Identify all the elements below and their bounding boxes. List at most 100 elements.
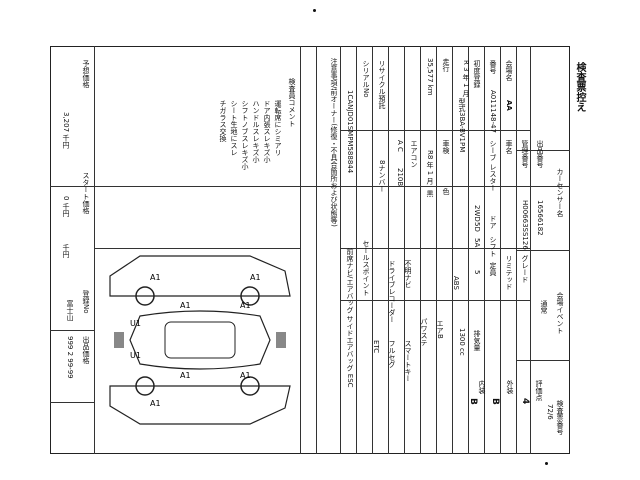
bottom-label-3: 登録No: [82, 290, 90, 314]
wheel: [240, 286, 260, 306]
divider: [388, 46, 389, 454]
divider: [50, 186, 570, 187]
shift-label: シフト: [489, 236, 497, 257]
grade-label: グレード: [521, 255, 529, 283]
comment-line: シート生地にスレ: [230, 100, 238, 156]
divider: [516, 150, 570, 151]
sales-point-value: 前席ナビ/エアバッグ サイドエアバッグ ESC: [346, 248, 354, 388]
wheel: [240, 376, 260, 396]
equip-abs: ABS: [452, 276, 460, 290]
divider: [316, 46, 317, 454]
wheel: [135, 286, 155, 306]
price-label: 予想価格: [82, 60, 90, 88]
damage-mark: A1: [240, 371, 251, 380]
shaken-label: 車検: [442, 140, 450, 154]
aircon-label: エアコン: [410, 140, 418, 168]
damage-mark: A1: [150, 273, 161, 282]
capacity-value: 5: [473, 270, 481, 275]
drive-value: 2WD: [473, 205, 481, 222]
control-no-label: 管理番号: [521, 140, 529, 168]
price-value: 3,207 千円: [62, 112, 70, 149]
start-value: 0 千円: [62, 196, 70, 217]
mileage-label: 走行: [442, 58, 450, 72]
serial-label: シリアルNo: [362, 60, 370, 98]
aircon-value: A C: [396, 140, 404, 152]
divider: [468, 46, 469, 454]
divider: [340, 248, 530, 249]
damage-mark: A1: [240, 301, 251, 310]
damage-mark: U1: [130, 351, 141, 360]
exterior-label: 外装: [506, 380, 514, 394]
divider: [516, 360, 570, 361]
comment-line: ハンドルスレキズ小: [252, 100, 260, 163]
car-damage-diagram: A1 A1 U1 A1 A1 A1 A1 U1 A1: [109, 255, 291, 425]
car-name-value: シーブ レスター: [489, 140, 497, 192]
damage-mark: A1: [250, 273, 261, 282]
comment-label: 検査員コメント: [288, 78, 296, 127]
venue-value: AA: [505, 100, 513, 111]
divider: [452, 46, 453, 454]
divider: [50, 402, 94, 403]
wheel: [135, 376, 155, 396]
exterior-value: B: [490, 398, 500, 405]
car-name-label: 車名: [505, 140, 513, 154]
model-code-value: 3BA-BV1PM: [458, 112, 466, 153]
divider: [94, 248, 300, 249]
note-label: 注意事項/前オーナー(修復・不具合箇所および状態等): [330, 58, 338, 227]
number-label: 番号: [489, 60, 497, 74]
sheet-no-value: 72/6: [546, 404, 554, 420]
divider: [420, 46, 421, 454]
grade-value: リミテッド: [505, 255, 513, 290]
divider: [500, 46, 501, 454]
equip-fullseg: フルセグ: [388, 340, 396, 368]
capacity-label: 定員: [489, 262, 497, 276]
equip-recorder: ドライブレコーダー: [388, 260, 396, 323]
displacement-value: 1300 cc: [458, 328, 466, 356]
comment-line: ドア内張スレキズ小: [263, 100, 271, 163]
divider: [50, 330, 94, 331]
scan-speck: [313, 9, 316, 12]
first-reg-label: 初度登録: [473, 60, 481, 88]
model-code-label: 型式: [458, 98, 466, 112]
recycle-label: リサイクル預託: [378, 60, 386, 109]
car-top-view: [129, 310, 271, 370]
serial-value: 1CANJD01SMPM588844: [346, 90, 354, 174]
page-title: 検査票控え: [574, 62, 585, 112]
door-label: ドア: [489, 215, 497, 229]
divider: [516, 250, 570, 251]
comment-line: シフトノブスレキズ小: [241, 100, 249, 170]
car-mirror: [276, 332, 286, 348]
divider: [372, 46, 373, 454]
door-value: 5D: [473, 222, 481, 232]
divider: [300, 46, 301, 454]
divider: [94, 46, 95, 454]
equip-navi: 不明ナビ: [404, 260, 412, 288]
venue-label: 会場名: [505, 60, 513, 81]
recycle-value: 210B: [396, 168, 404, 187]
comment-line: 運転席にシミアリ: [274, 100, 282, 156]
damage-mark: U1: [130, 319, 141, 328]
control-no-value: H00663SS126: [521, 200, 529, 250]
mileage-value: 35,577 km: [426, 58, 434, 96]
bottom-label-4: 富士山: [66, 300, 74, 321]
comment-line: チガラス交換: [219, 100, 227, 142]
color-value: 黒: [426, 190, 434, 197]
divider: [484, 46, 485, 454]
bottom-label-5: 999 2 99-99: [66, 336, 74, 379]
eval-value: 4: [520, 398, 530, 405]
divider: [404, 46, 405, 454]
car-windshield: [164, 321, 236, 359]
interior-label: 内装: [478, 380, 486, 394]
damage-mark: A1: [180, 301, 191, 310]
damage-mark: A1: [180, 371, 191, 380]
divider: [436, 46, 437, 454]
scan-speck: [545, 462, 548, 465]
shaken-value: R8 年 1 月: [426, 150, 434, 185]
lot-no-label: 出品番号: [536, 140, 544, 168]
car-side-bottom: [109, 385, 291, 425]
equip-smartkey: スマートキー: [404, 340, 412, 382]
equip-etc: ETC: [372, 340, 380, 354]
color-label: 色: [442, 188, 450, 195]
damage-mark: A1: [150, 399, 161, 408]
